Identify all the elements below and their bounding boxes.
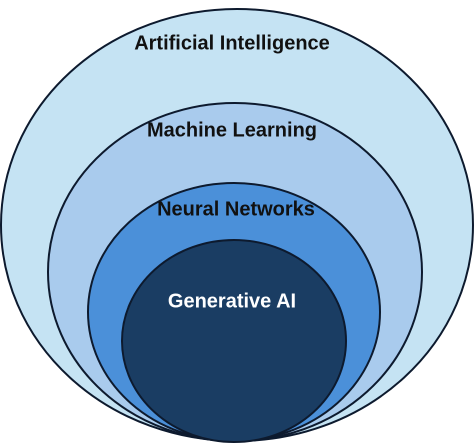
ml-label: Machine Learning — [147, 119, 317, 141]
genai-ellipse — [121, 239, 347, 443]
genai-label: Generative AI — [168, 290, 296, 312]
ai-label: Artificial Intelligence — [134, 32, 330, 54]
nn-label: Neural Networks — [157, 198, 315, 220]
